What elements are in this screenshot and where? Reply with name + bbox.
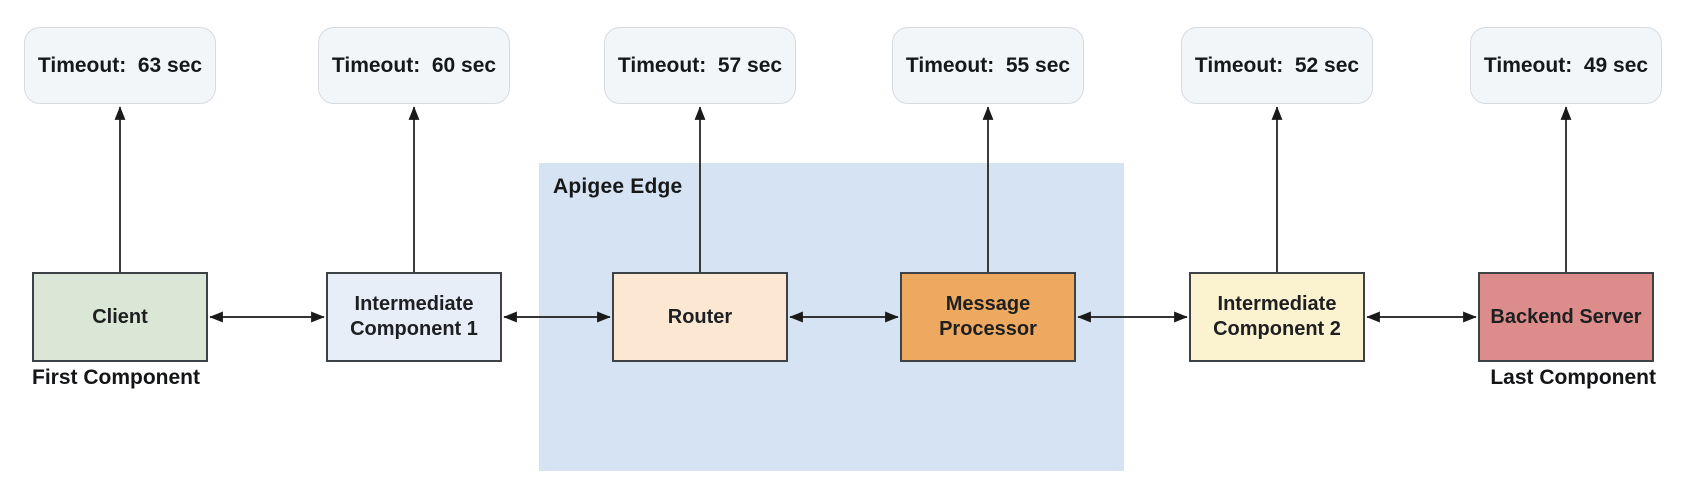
node-message-processor: Message Processor xyxy=(900,272,1076,362)
timeout-badge-message-processor: Timeout: 55 sec xyxy=(892,27,1084,104)
caption-first-component: First Component xyxy=(32,366,200,389)
timeout-badge-intermediate-component-2: Timeout: 52 sec xyxy=(1181,27,1373,104)
timeout-badge-router: Timeout: 57 sec xyxy=(604,27,796,104)
node-intermediate-component-2: Intermediate Component 2 xyxy=(1189,272,1365,362)
timeout-badge-backend-server: Timeout: 49 sec xyxy=(1470,27,1662,104)
timeout-badge-intermediate-component-1: Timeout: 60 sec xyxy=(318,27,510,104)
node-router: Router xyxy=(612,272,788,362)
node-intermediate-component-1: Intermediate Component 1 xyxy=(326,272,502,362)
node-client: Client xyxy=(32,272,208,362)
apigee-edge-region-label: Apigee Edge xyxy=(553,175,683,198)
node-backend-server: Backend Server xyxy=(1478,272,1654,362)
timeout-badge-client: Timeout: 63 sec xyxy=(24,27,216,104)
caption-last-component: Last Component xyxy=(1490,366,1656,389)
